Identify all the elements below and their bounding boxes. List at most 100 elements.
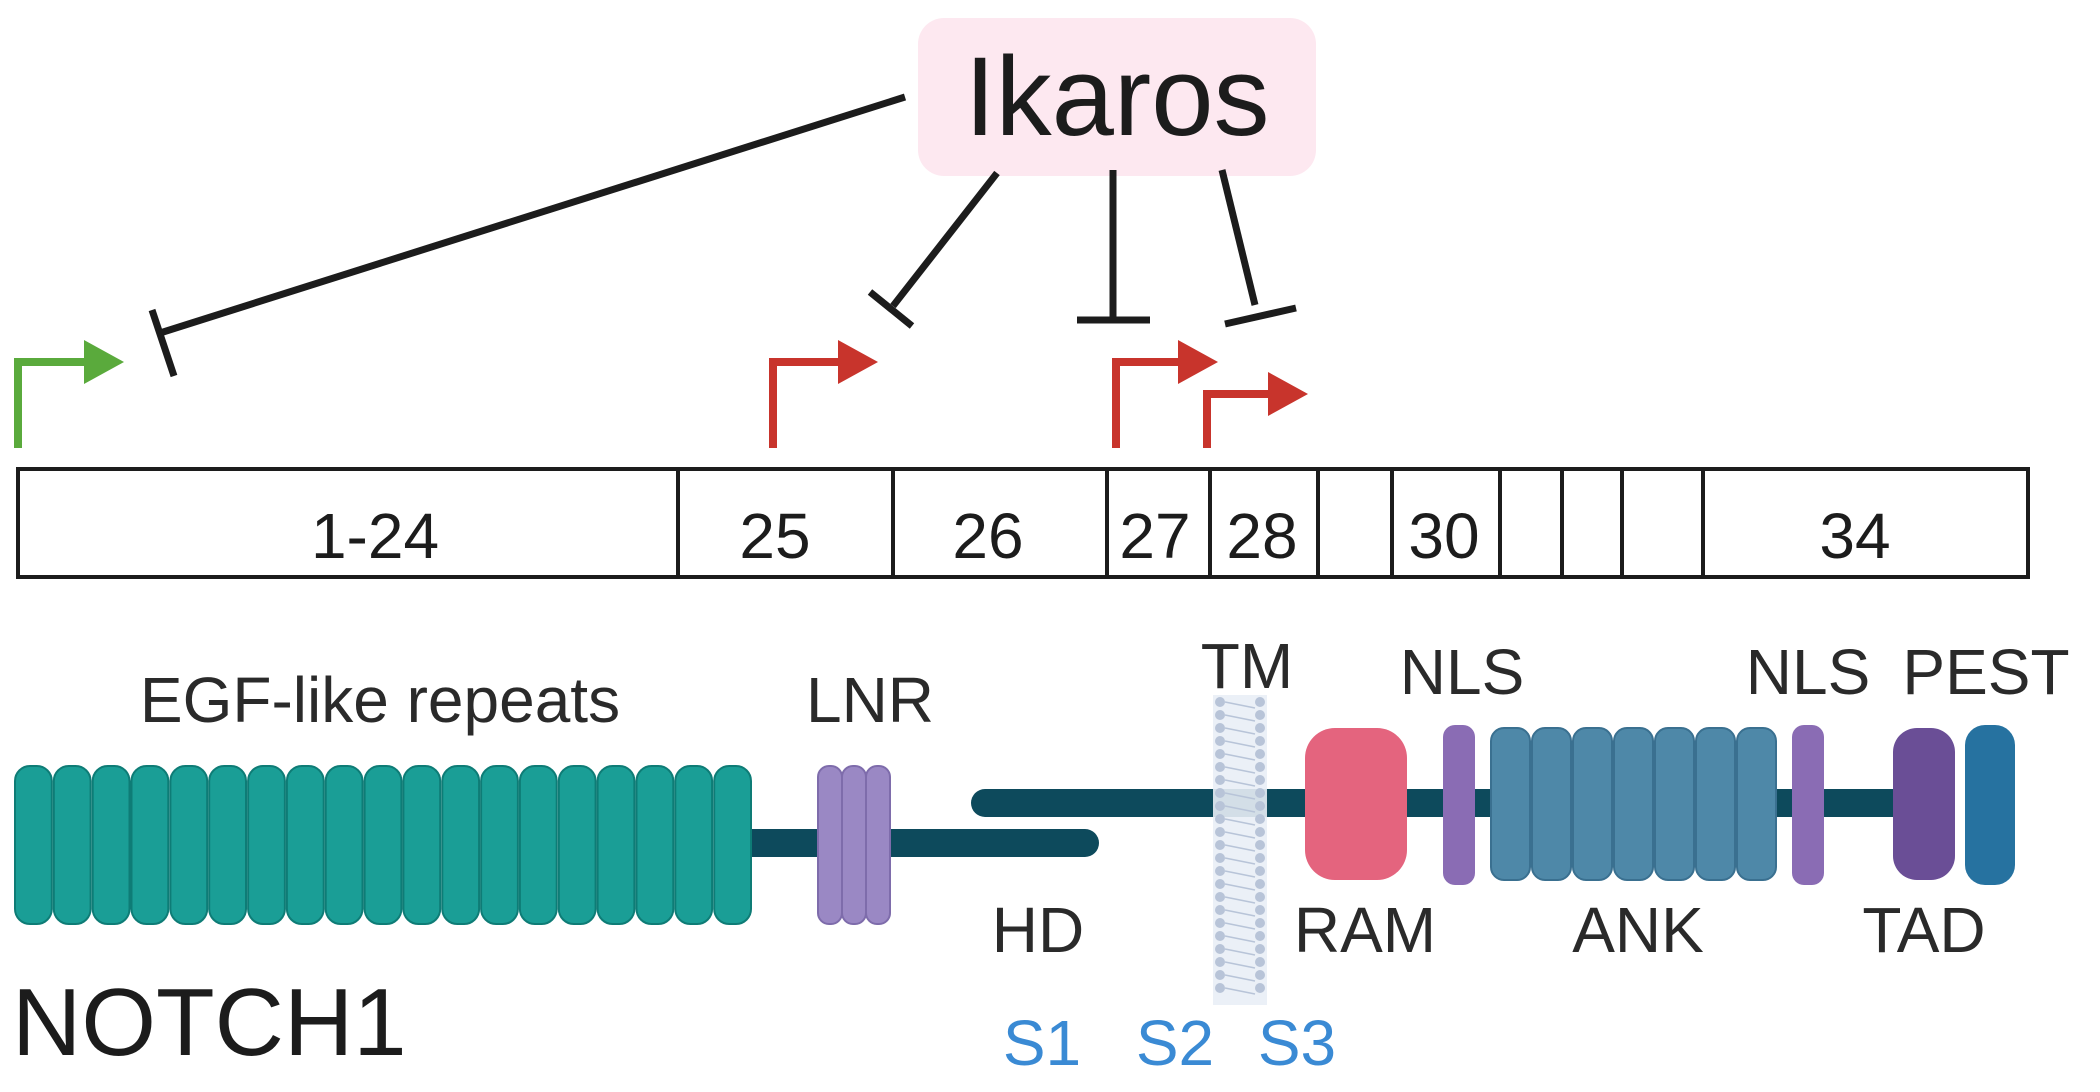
alt-promoter-exon25-arrow [769,340,878,448]
lipid-head [1215,775,1225,785]
tm-label: TM [1201,630,1293,702]
exon-label-26: 26 [952,500,1023,572]
egf-repeat-18 [674,765,714,925]
exon-label-27: 27 [1119,500,1190,572]
lipid-head [1255,931,1265,941]
lipid-tail [1224,870,1256,878]
ram-label: RAM [1294,894,1436,966]
exon-box-1 [16,467,680,579]
lipid-head [1215,879,1225,889]
lipid-head [1215,866,1225,876]
exon-box-9 [1560,467,1624,579]
egf-repeat-14 [518,765,558,925]
ank-label: ANK [1572,894,1704,966]
egf-repeat-16 [596,765,636,925]
lipid-head [1255,983,1265,993]
lipid-tail [1224,740,1256,748]
canonical-promoter-arrow [14,340,124,448]
egf-repeat-3 [91,765,131,925]
lipid-head [1255,762,1265,772]
tad-domain [1893,728,1955,880]
lipid-head [1215,736,1225,746]
lipid-head [1215,970,1225,980]
lipid-tail [1224,714,1256,722]
lipid-tail [1224,948,1256,956]
lipid-tail [1224,844,1256,852]
lnr-repeat-2 [841,765,867,925]
egf-repeat-10 [363,765,403,925]
egf-repeat-9 [324,765,364,925]
egf-repeat-8 [285,765,325,925]
repression-bar-exon25 [867,289,915,329]
lipid-head [1255,853,1265,863]
ank-repeat-3 [1572,727,1613,881]
lipid-tail [1224,766,1256,774]
egf-repeat-12 [441,765,481,925]
lipid-head [1255,710,1265,720]
ikaros-label: Ikaros [965,34,1270,159]
nls-label-2: NLS [1746,636,1871,708]
ank-repeat-4 [1613,727,1654,881]
cleavage-site-s1: S1 [1003,1007,1081,1079]
lipid-tail [1224,961,1256,969]
lipid-head [1255,905,1265,915]
egf-repeat-4 [130,765,170,925]
exon-box-11 [1701,467,2030,579]
cleavage-site-s2: S2 [1136,1007,1214,1079]
lipid-head [1215,814,1225,824]
ikaros-box [918,18,1316,176]
lipid-head [1215,723,1225,733]
lipid-tail [1224,909,1256,917]
lnr-domain [817,765,891,925]
domain-labels: EGF-like repeats LNR TM NLS NLS PEST HD … [140,630,2070,966]
lipid-head [1255,866,1265,876]
egf-like-repeats-domain [14,765,753,925]
lipid-tail [1224,792,1256,800]
lipid-head [1255,944,1265,954]
egf-repeat-7 [247,765,286,925]
exon-label-25: 25 [739,500,810,572]
repression-lines [148,93,1297,378]
lipid-head [1215,918,1225,928]
ram-domain [1305,728,1407,880]
lipid-tail [1224,805,1256,813]
lipid-tail [1224,779,1256,787]
exon-label-30: 30 [1408,500,1479,572]
lipid-head [1215,957,1225,967]
ank-repeat-6 [1695,727,1736,881]
lipid-tail [1224,896,1256,904]
cleavage-sites: S1 S2 S3 [1003,1007,1336,1079]
exon-box-6 [1316,467,1394,579]
lnr-repeat-1 [817,765,843,925]
lnr-repeat-3 [865,765,891,925]
notch1-protein [14,695,2015,1005]
egf-repeat-15 [557,765,597,925]
egf-repeat-2 [52,765,92,925]
lipid-tail [1224,701,1256,709]
protein-name: NOTCH1 [12,969,407,1076]
lipid-head [1255,723,1265,733]
cleavage-site-s3: S3 [1258,1007,1336,1079]
tad-label: TAD [1862,894,1985,966]
lipid-head [1255,749,1265,759]
lipid-head [1215,892,1225,902]
lipid-head [1255,957,1265,967]
lipid-head [1215,944,1225,954]
lipid-head [1215,827,1225,837]
lipid-head [1255,918,1265,928]
repression-line-exon28 [1218,169,1259,306]
ank-repeat-2 [1531,727,1572,881]
egf-label: EGF-like repeats [140,664,620,736]
lipid-head [1255,697,1265,707]
nls-label-1: NLS [1400,636,1525,708]
lipid-head [1255,775,1265,785]
exon-box-8 [1498,467,1564,579]
lipid-head [1255,840,1265,850]
exon-label-34: 34 [1819,500,1890,572]
egf-repeat-13 [480,765,519,925]
lipid-tail [1224,922,1256,930]
ikaros-regulator: Ikaros [148,18,1316,378]
lipid-head [1255,814,1265,824]
